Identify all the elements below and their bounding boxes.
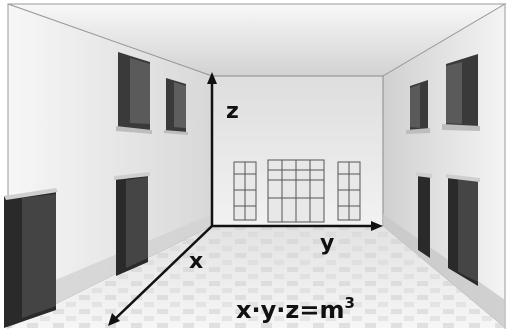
x-axis-arrowhead xyxy=(108,313,120,326)
back-window-right xyxy=(337,161,361,221)
back-window-left xyxy=(233,161,257,221)
right-baseboard xyxy=(383,214,505,328)
left-baseboard xyxy=(8,214,212,328)
formula-exponent: 3 xyxy=(344,294,354,312)
left-upper-window-2 xyxy=(164,78,188,135)
x-axis-label: x xyxy=(189,249,203,274)
volume-formula: x·y·z=m3 xyxy=(236,294,355,324)
left-door-1 xyxy=(4,188,58,328)
right-door-1 xyxy=(416,172,432,258)
z-axis-label: z xyxy=(226,99,239,124)
dimension-axes xyxy=(108,72,383,326)
y-axis-label: y xyxy=(320,231,334,256)
left-upper-window-1 xyxy=(116,52,152,134)
x-axis-line xyxy=(115,225,213,319)
right-door-2 xyxy=(446,174,480,286)
z-axis-arrowhead xyxy=(207,72,217,84)
right-upper-window-2 xyxy=(442,54,480,131)
y-axis-arrowhead xyxy=(371,221,383,231)
right-upper-window-1 xyxy=(406,80,430,134)
formula-main: x·y·z=m xyxy=(236,296,344,324)
back-window-center xyxy=(267,159,325,223)
left-door-2 xyxy=(114,172,150,276)
